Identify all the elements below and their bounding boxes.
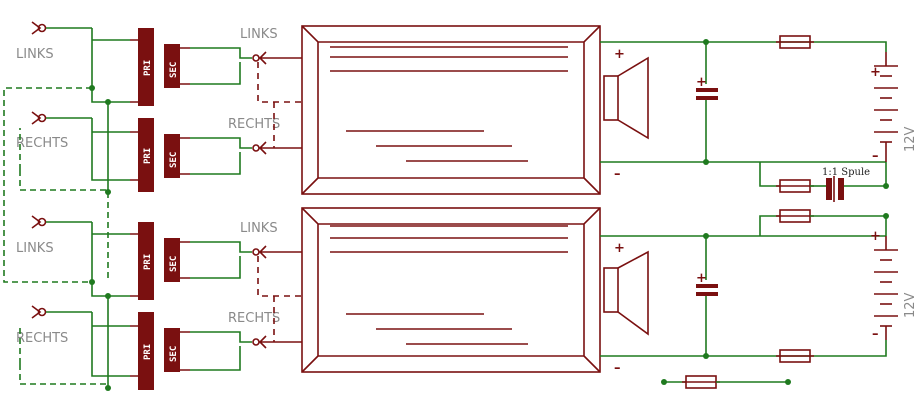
fuses	[664, 35, 886, 389]
speaker-2-minus: –	[614, 361, 621, 376]
capacitor-1: +	[696, 75, 718, 100]
transformer-1-sec-label: SEC	[169, 62, 179, 78]
speaker-1	[603, 56, 649, 140]
transformer-4-sec-label: SEC	[169, 346, 179, 362]
transformer-4-pri-label: PRI	[143, 344, 153, 360]
input-jack-links-1[interactable]	[31, 21, 92, 35]
speaker-1-minus: –	[614, 167, 621, 182]
capacitor-2: +	[696, 271, 718, 296]
transformer-2: PRI SEC	[130, 118, 190, 192]
transformers: PRI SEC PRI SEC PRI SEC PRI SEC	[130, 28, 190, 390]
input-jack-rechts-1[interactable]	[31, 111, 92, 125]
amp-input-label-links-2: LINKS	[240, 221, 278, 236]
battery-1-minus: –	[872, 149, 879, 164]
input-jack-rechts-2[interactable]	[31, 305, 92, 319]
junction-nodes	[89, 39, 889, 391]
transformer-1: PRI SEC	[130, 28, 190, 106]
battery-2: + – 12V	[870, 216, 918, 342]
speaker-2-plus: +	[614, 241, 625, 256]
fuse-3	[759, 209, 886, 236]
amp-input-label-links-1: LINKS	[240, 27, 278, 42]
amp-input-label-rechts-1: RECHTS	[228, 117, 280, 132]
input-label-links-1: LINKS	[16, 47, 54, 62]
fuse-4	[776, 349, 814, 363]
transformer-3-sec-label: SEC	[169, 256, 179, 272]
transformer-3: PRI SEC	[130, 222, 190, 300]
amp-input-label-rechts-2: RECHTS	[228, 311, 280, 326]
battery-2-minus: –	[872, 327, 879, 342]
transformer-3-pri-label: PRI	[143, 254, 153, 270]
secondary-wiring	[190, 47, 252, 371]
fuse-5	[664, 375, 788, 389]
output-stage-2: + – +	[600, 235, 887, 376]
speaker-1-plus: +	[614, 47, 625, 62]
battery-1-voltage: 12V	[903, 126, 918, 152]
capacitor-1-plus: +	[696, 75, 707, 90]
battery-2-plus: +	[870, 229, 881, 244]
input-jacks: LINKS RECHTS LINKS RECHTS	[16, 21, 92, 346]
fuse-1	[776, 35, 814, 49]
battery-2-voltage: 12V	[903, 292, 918, 318]
transformer-2-pri-label: PRI	[143, 148, 153, 164]
input-label-links-2: LINKS	[16, 241, 54, 256]
output-stage-1: + – +	[600, 41, 887, 182]
coil-1-1: 1:1 Spule	[822, 167, 886, 202]
speaker-2	[603, 250, 649, 336]
input-jack-links-2[interactable]	[31, 215, 92, 229]
amp-input-connectors: LINKS RECHTS LINKS RECHTS	[228, 27, 302, 349]
amplifier-1	[301, 25, 601, 195]
transformer-4: PRI SEC	[130, 312, 190, 390]
input-label-rechts-2: RECHTS	[16, 331, 68, 346]
transformer-1-pri-label: PRI	[143, 60, 153, 76]
coil-label: 1:1 Spule	[822, 167, 870, 178]
battery-1-plus: +	[870, 65, 881, 80]
amplifier-2	[301, 207, 601, 373]
input-label-rechts-1: RECHTS	[16, 136, 68, 151]
transformer-2-sec-label: SEC	[169, 152, 179, 168]
battery-1: + – 12V	[870, 52, 918, 186]
capacitor-2-plus: +	[696, 271, 707, 286]
fuse-2	[759, 162, 826, 193]
